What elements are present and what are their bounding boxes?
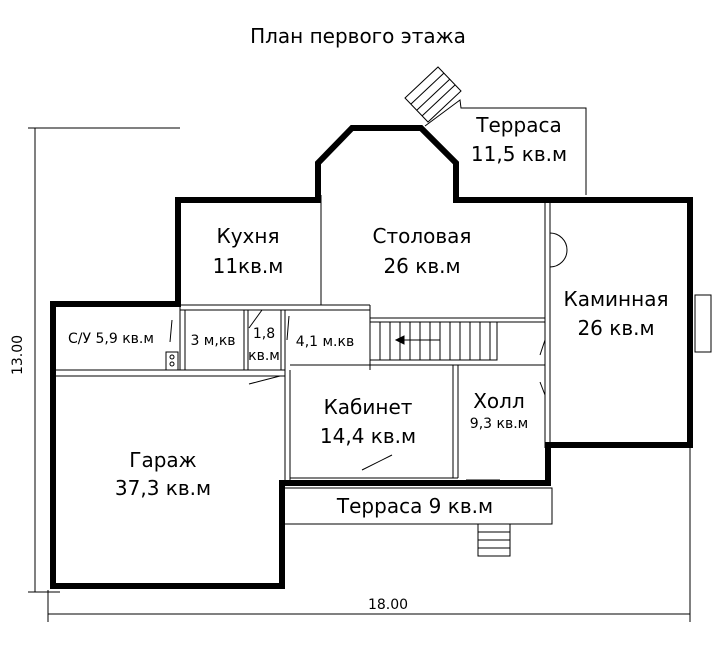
width-dimension: 18.00: [368, 597, 408, 613]
height-dimension: 13.00: [10, 335, 26, 375]
room3-label: 3 м,кв: [190, 333, 235, 349]
stairs-top: [404, 66, 462, 123]
hall-name: Холл: [473, 389, 525, 413]
terrace-top-area: 11,5 кв.м: [471, 142, 567, 166]
terrace-top-outline: [424, 99, 587, 195]
room18-line1: 1,8: [253, 326, 275, 342]
garage-name: Гараж: [129, 448, 196, 472]
interior-walls: [55, 195, 568, 481]
room41-label: 4,1 м.кв: [296, 334, 354, 350]
interior-stairs: [369, 321, 498, 361]
fireplace-window: [694, 294, 712, 353]
kitchen-name: Кухня: [217, 224, 280, 248]
garage-area: 37,3 кв.м: [115, 476, 211, 500]
study-area: 14,4 кв.м: [320, 424, 416, 448]
outer-walls: [50, 125, 693, 589]
dimension-lines: [28, 127, 691, 622]
plan-title: План первого этажа: [250, 24, 466, 48]
dining-area: 26 кв.м: [383, 254, 460, 278]
bathroom-label: С/У 5,9 кв.м: [68, 331, 154, 347]
stairs-bottom: [477, 523, 511, 557]
dining-name: Столовая: [373, 224, 472, 248]
terrace-bottom-label: Терраса 9 кв.м: [336, 494, 493, 518]
terrace-top-name: Терраса: [475, 113, 561, 137]
room18-line2: кв.м: [248, 348, 280, 364]
hall-area: 9,3 кв.м: [470, 416, 528, 432]
fireplace-area: 26 кв.м: [577, 316, 654, 340]
study-name: Кабинет: [324, 395, 413, 419]
kitchen-area: 11кв.м: [213, 254, 284, 278]
fireplace-name: Каминная: [564, 287, 669, 311]
